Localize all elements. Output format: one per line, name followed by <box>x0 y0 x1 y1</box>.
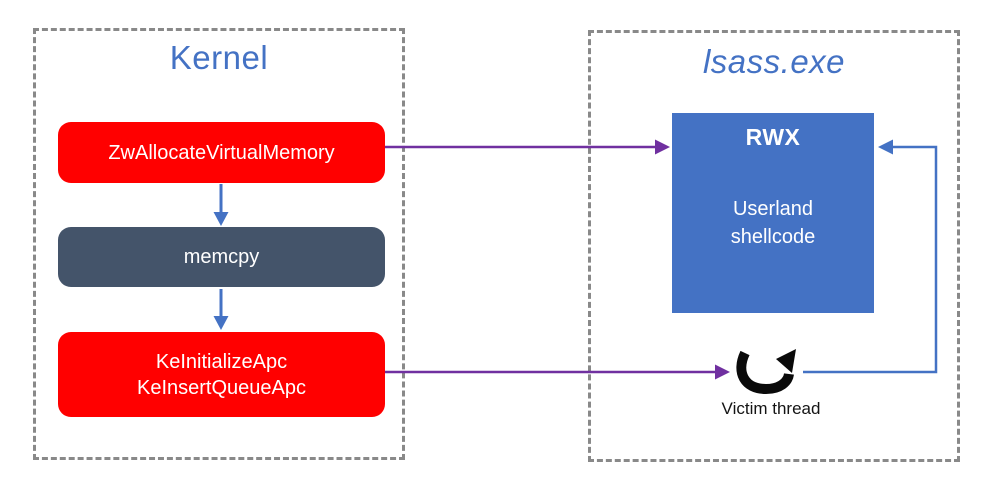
loop-arrow-icon <box>735 346 801 398</box>
node-memcpy-label: memcpy <box>183 246 260 268</box>
rwx-body-line2: shellcode <box>730 226 816 248</box>
kernel-panel: Kernel <box>33 28 405 460</box>
lsass-panel: lsass.exe <box>588 30 960 462</box>
rwx-body: Userland shellcode <box>672 195 874 251</box>
victim-thread-label: Victim thread <box>721 399 821 418</box>
rwx-header: RWX <box>745 124 801 150</box>
rwx-body-line1: Userland <box>732 198 814 220</box>
node-zw-allocate-virtual-memory-label: ZwAllocateVirtualMemory <box>108 141 335 164</box>
node-zw-allocate-virtual-memory: ZwAllocateVirtualMemory <box>58 122 385 183</box>
kernel-panel-title: Kernel <box>169 39 269 76</box>
node-ke-apc: KeInitializeApc KeInsertQueueApc <box>58 332 385 417</box>
node-ke-apc-label-line2: KeInsertQueueApc <box>137 376 306 399</box>
node-ke-apc-label-line1: KeInitializeApc <box>155 350 288 373</box>
rwx-shellcode-box: RWX Userland shellcode <box>672 113 874 313</box>
node-memcpy: memcpy <box>58 227 385 287</box>
lsass-panel-title: lsass.exe <box>702 43 846 80</box>
